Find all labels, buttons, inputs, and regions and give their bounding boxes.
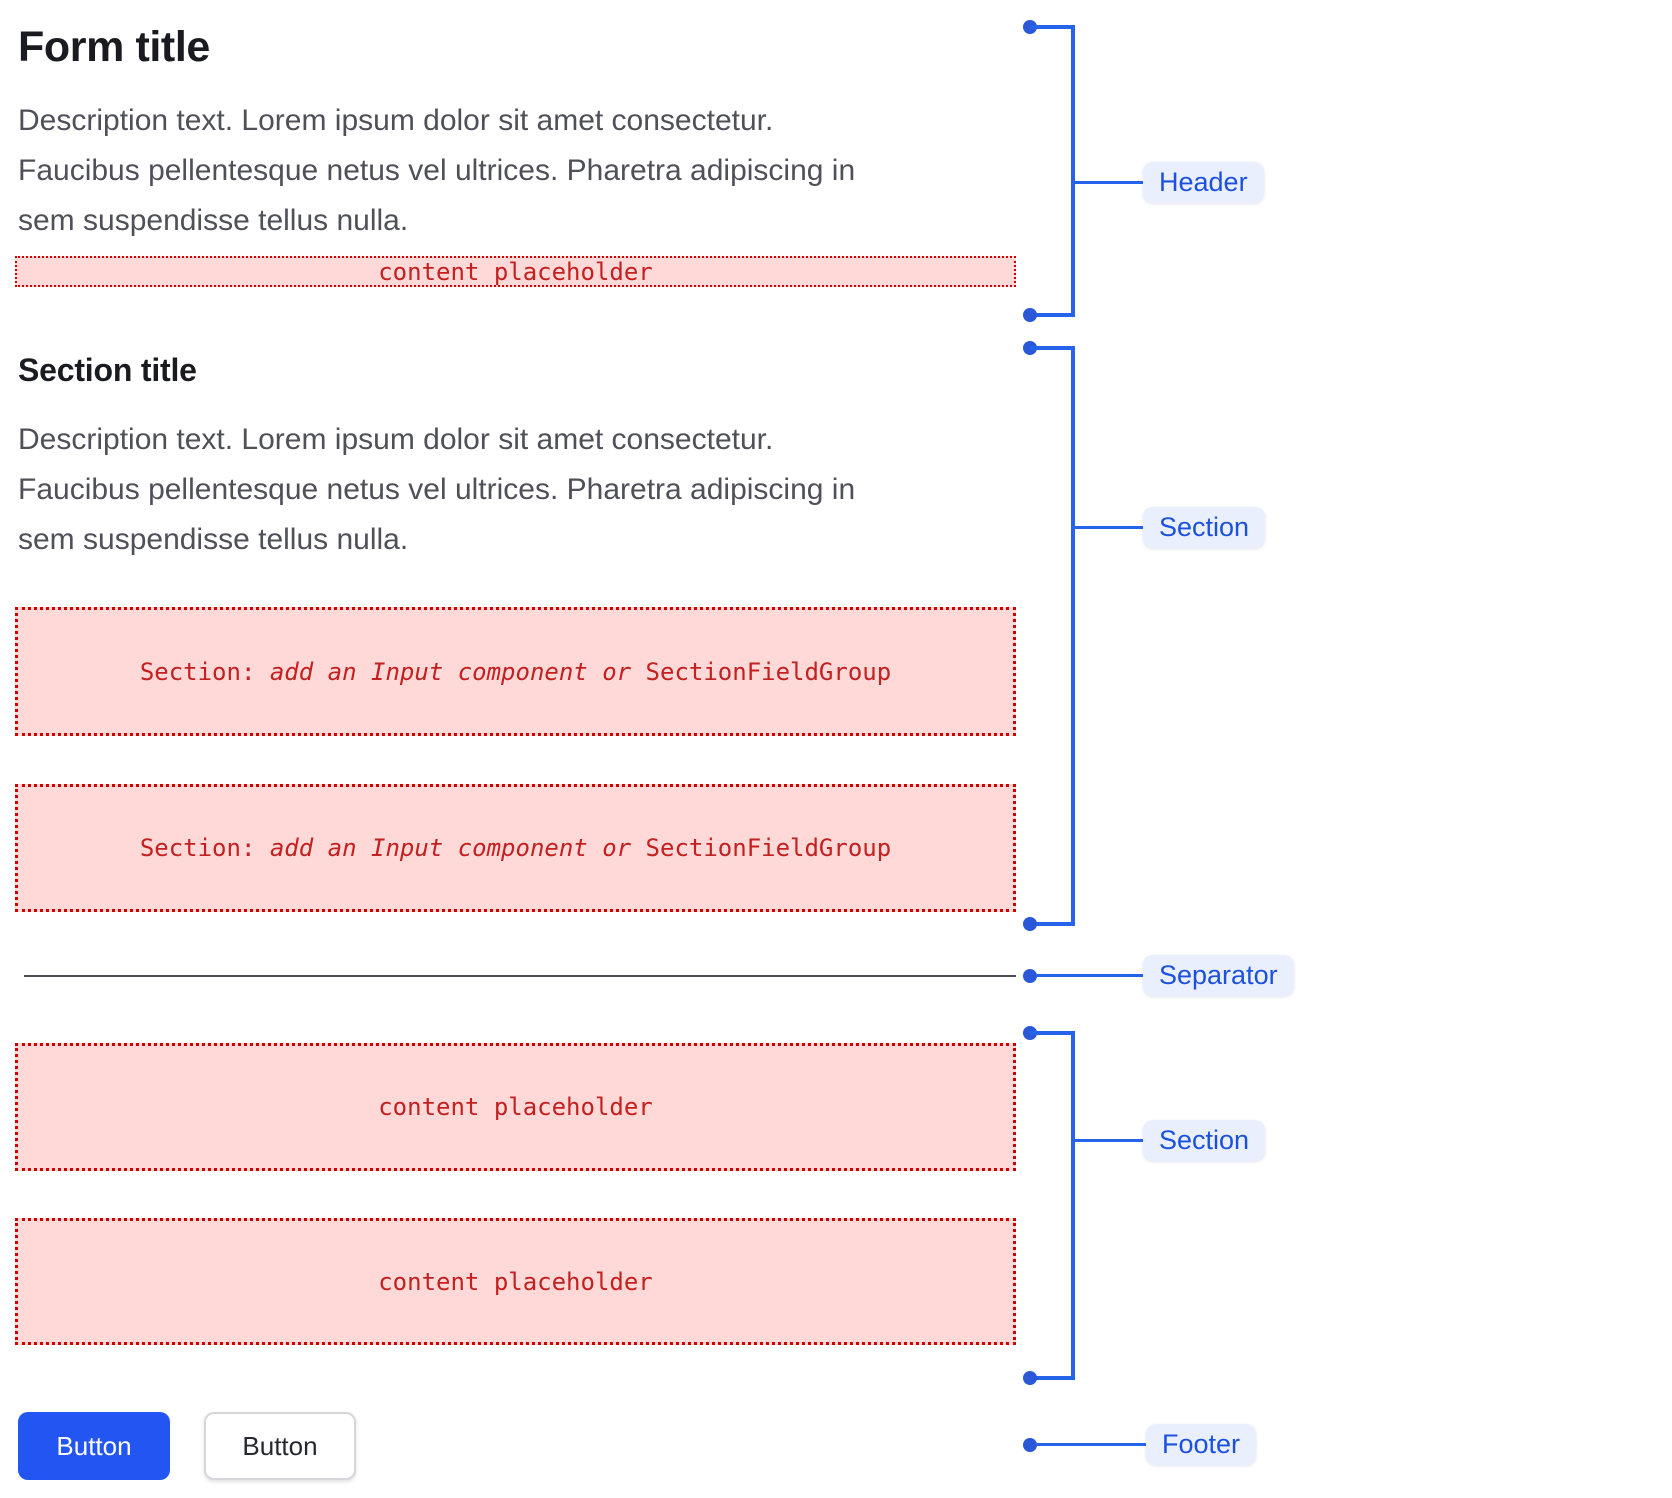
section-field-placeholder-1-text: Section: add an Input component or Secti… — [139, 657, 892, 686]
header-content-placeholder: content placeholder — [15, 256, 1016, 287]
section-description: Description text. Lorem ipsum dolor sit … — [18, 423, 856, 556]
annotation-label-section-two: Section — [1143, 1120, 1266, 1161]
separator-line — [24, 975, 1016, 977]
header-bracket-bottom-stub — [1030, 313, 1072, 317]
annotation-label-separator: Separator — [1143, 955, 1294, 996]
header-bracket-top-stub — [1030, 25, 1072, 29]
section2-content-placeholder-2-label: content placeholder — [378, 1267, 653, 1296]
section-two-bracket-vline — [1071, 1031, 1075, 1380]
form-description: Description text. Lorem ipsum dolor sit … — [18, 104, 856, 237]
primary-button[interactable]: Button — [18, 1412, 170, 1480]
section-field-placeholder-1: Section: add an Input component or Secti… — [15, 607, 1016, 736]
header-bracket-vline — [1071, 25, 1075, 317]
annotation-label-header: Header — [1143, 162, 1264, 203]
section2-content-placeholder-2: content placeholder — [15, 1218, 1016, 1345]
section-one-bracket-bottom-dot — [1023, 917, 1037, 931]
section-two-label-connector — [1075, 1139, 1143, 1142]
section-one-label-connector — [1075, 526, 1143, 529]
separator-label-connector — [1037, 974, 1143, 977]
separator-dot — [1023, 969, 1037, 983]
section-one-bracket-bottom-stub — [1030, 922, 1072, 926]
section-field-placeholder-2: Section: add an Input component or Secti… — [15, 784, 1016, 912]
section-one-bracket-vline — [1071, 346, 1075, 926]
section-title: Section title — [18, 352, 197, 388]
section-two-bracket-bottom-stub — [1030, 1376, 1072, 1380]
section-one-bracket-top-stub — [1030, 346, 1072, 350]
section-two-bracket-top-stub — [1030, 1031, 1072, 1035]
footer-label-connector — [1037, 1443, 1146, 1446]
section2-content-placeholder-1-label: content placeholder — [378, 1093, 653, 1121]
footer-dot — [1023, 1438, 1037, 1452]
form-title: Form title — [18, 23, 210, 71]
annotation-label-footer: Footer — [1146, 1424, 1257, 1465]
section2-content-placeholder-1: content placeholder — [15, 1043, 1016, 1171]
header-label-connector — [1075, 181, 1143, 184]
header-bracket-bottom-dot — [1023, 308, 1037, 322]
section-two-bracket-bottom-dot — [1023, 1371, 1037, 1385]
secondary-button[interactable]: Button — [204, 1412, 356, 1480]
annotation-label-section-one: Section — [1143, 507, 1266, 548]
header-content-placeholder-label: content placeholder — [378, 257, 653, 286]
section-field-placeholder-2-text: Section: add an Input component or Secti… — [139, 834, 892, 862]
